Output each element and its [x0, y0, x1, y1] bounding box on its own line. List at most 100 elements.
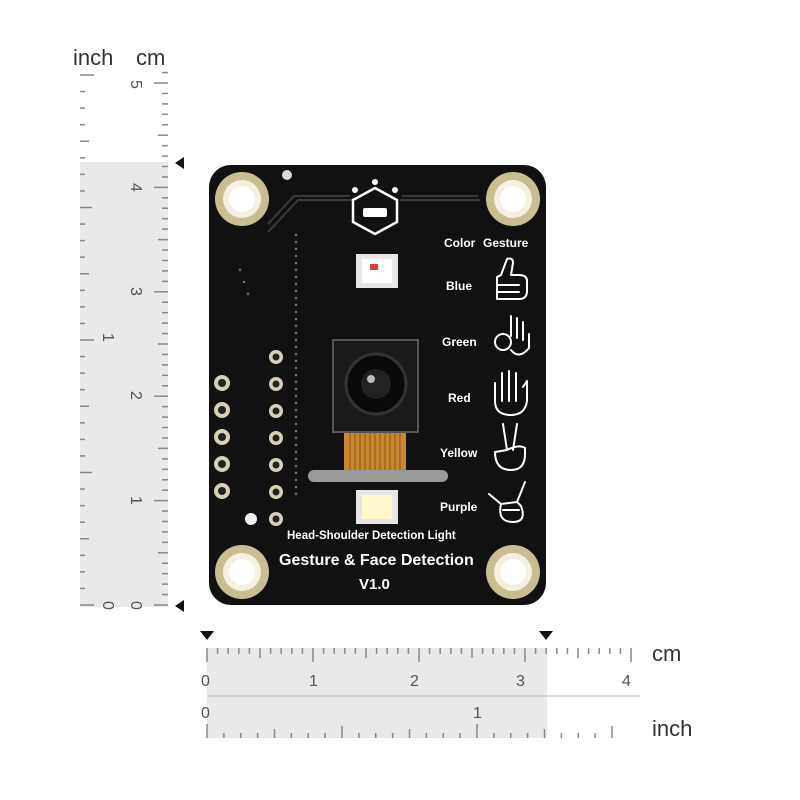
silk-dot	[294, 310, 298, 314]
mounting-hole-bottom-left	[215, 545, 269, 599]
silk-dot	[294, 485, 298, 489]
header-pin-hole	[218, 433, 226, 441]
silk-dot	[294, 450, 298, 454]
silk-dot	[242, 280, 246, 284]
mounting-hole-top-right	[486, 172, 540, 226]
silk-dot	[294, 408, 298, 412]
silk-dot	[294, 464, 298, 468]
color-label-yellow: Yellow	[440, 446, 478, 460]
header-pin-hole	[272, 434, 280, 442]
color-label-red: Red	[448, 391, 471, 405]
rgb-led	[356, 254, 398, 288]
vertical-ruler-ticks	[80, 71, 168, 606]
color-label-purple: Purple	[440, 500, 478, 514]
silk-dot	[294, 345, 298, 349]
silk-dot	[294, 240, 298, 244]
inch-number-0: 0	[99, 601, 116, 610]
header-pin-hole	[272, 353, 280, 361]
silk-dot	[294, 380, 298, 384]
horizontal-ruler-ticks	[206, 648, 632, 738]
header-pin-hole	[272, 515, 280, 523]
h-inch-number-0: 0	[201, 705, 210, 722]
header-pin-hole	[218, 379, 226, 387]
vertical-ruler-shaded-band	[80, 162, 168, 607]
silk-dot	[294, 317, 298, 321]
horizontal-ruler: 0 1 2 3 4 0 1 cm inch	[200, 631, 692, 741]
silk-dot	[294, 373, 298, 377]
silk-dot	[294, 359, 298, 363]
header-pin-hole	[218, 487, 226, 495]
silk-dot	[294, 422, 298, 426]
h-cm-number-2: 2	[410, 673, 419, 690]
horizontal-right-marker-icon	[539, 631, 553, 640]
silk-dot	[294, 296, 298, 300]
crown-logo-icon	[351, 179, 399, 236]
h-inch-number-1: 1	[473, 705, 482, 722]
h-cm-number-1: 1	[309, 673, 318, 690]
mounting-hole-bottom-right	[486, 545, 540, 599]
silk-dot	[294, 366, 298, 370]
color-label-green: Green	[442, 335, 477, 349]
ok-hand-icon	[494, 315, 530, 356]
color-label-blue: Blue	[446, 279, 472, 293]
horizontal-ruler-shaded-band	[207, 648, 547, 738]
silk-dot	[294, 429, 298, 433]
vertical-ruler-cm-label: cm	[136, 45, 165, 70]
silk-dot	[294, 233, 298, 237]
header-pin-hole	[272, 380, 280, 388]
header-pin-hole	[272, 488, 280, 496]
h-cm-number-0: 0	[201, 673, 210, 690]
mounting-hole-top-left	[215, 172, 269, 226]
open-palm-icon	[494, 370, 528, 416]
thumbs-up-icon	[496, 257, 528, 300]
silk-dot	[294, 289, 298, 293]
silk-dot	[294, 275, 298, 279]
cm-number-5: 5	[127, 80, 144, 89]
cm-number-0: 0	[127, 601, 144, 610]
silk-dot	[294, 247, 298, 251]
detection-light-led	[356, 490, 398, 524]
silk-dot	[246, 292, 250, 296]
vertical-bottom-marker-icon	[175, 600, 184, 612]
silk-dot	[294, 394, 298, 398]
silk-dot	[294, 254, 298, 258]
silk-dot	[294, 471, 298, 475]
camera-module	[332, 339, 419, 480]
vertical-ruler-inch-label: inch	[73, 45, 113, 70]
silk-dot	[294, 268, 298, 272]
peace-sign-icon	[494, 423, 526, 471]
silk-dot	[294, 492, 298, 496]
silk-dot	[294, 324, 298, 328]
detection-light-label: Head-Shoulder Detection Light	[287, 530, 456, 542]
header-pin-hole	[272, 461, 280, 469]
pcb-trace-lines	[267, 195, 480, 233]
cm-number-3: 3	[127, 287, 144, 296]
silk-dot	[294, 352, 298, 356]
silk-dot	[294, 478, 298, 482]
cm-number-2: 2	[127, 391, 144, 400]
silk-dot	[294, 436, 298, 440]
silk-dot	[294, 415, 298, 419]
gesture-column-header: Gesture	[483, 236, 529, 250]
h-cm-number-3: 3	[516, 673, 525, 690]
cm-number-4: 4	[127, 183, 144, 192]
silk-dot	[238, 268, 242, 272]
pcb-board: Color Gesture Blue Green Red Yellow Purp…	[209, 165, 546, 605]
silkscreen-dotted-line	[238, 233, 298, 496]
h-cm-number-4: 4	[622, 673, 631, 690]
cm-number-1: 1	[127, 496, 144, 505]
status-dot	[245, 513, 257, 525]
board-title: Gesture & Face Detection	[279, 552, 474, 569]
inch-number-1: 1	[99, 333, 116, 342]
vertical-top-marker-icon	[175, 157, 184, 169]
header-pins	[214, 350, 283, 526]
fiducial-dot	[282, 170, 292, 180]
board-version: V1.0	[359, 576, 390, 593]
horizontal-ruler-cm-label: cm	[652, 641, 681, 666]
silk-dot	[294, 457, 298, 461]
call-me-hand-icon	[488, 481, 526, 523]
camera-slot	[308, 470, 448, 482]
silk-dot	[294, 303, 298, 307]
silk-dot	[294, 282, 298, 286]
